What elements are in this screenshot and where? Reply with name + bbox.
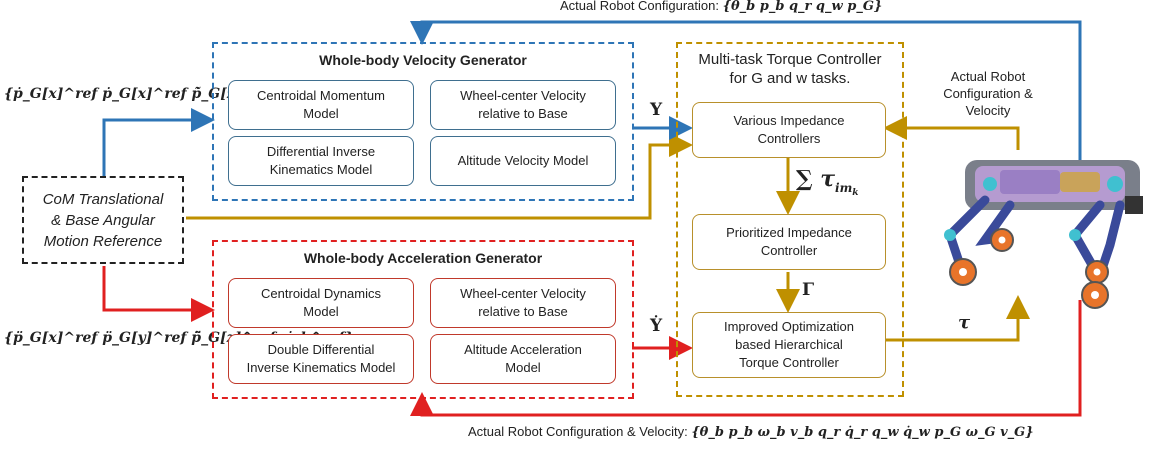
impedance-box: Various Impedance Controllers — [692, 102, 886, 158]
com-to-acceleration-line — [102, 266, 215, 322]
box-line: Controller — [760, 243, 818, 258]
box-line: based Hierarchical — [735, 337, 843, 352]
com-reference-line2: & Base Angular — [51, 211, 155, 229]
box-line: Altitude Velocity Model — [457, 153, 589, 168]
top-feedback-label: Actual Robot Configuration: — [560, 0, 719, 13]
torque-controller: Multi-task Torque Controller for G and w… — [676, 42, 904, 397]
altitude-acceleration-box: Altitude Acceleration Model — [430, 334, 616, 384]
box-line: Torque Controller — [739, 355, 839, 370]
bottom-feedback-caption: Actual Robot Configuration & Velocity: {… — [468, 424, 1034, 440]
double-differential-ik-box: Double Differential Inverse Kinematics M… — [228, 334, 414, 384]
box-line: Kinematics Model — [269, 162, 373, 177]
box-line: Wheel-center Velocity — [460, 286, 586, 301]
wheel-velocity-acc-box: Wheel-center Velocity relative to Base — [430, 278, 616, 328]
com-reference-line1: CoM Translational — [42, 190, 164, 208]
top-feedback-line — [410, 20, 1082, 170]
bottom-feedback-line — [410, 300, 1082, 417]
altitude-velocity-box: Altitude Velocity Model — [430, 136, 616, 186]
wheel-velocity-box: Wheel-center Velocity relative to Base — [430, 80, 616, 130]
differential-ik-box: Differential Inverse Kinematics Model — [228, 136, 414, 186]
sum-tau-label: ∑ τimk — [796, 166, 859, 198]
upsilon-label: Υ — [650, 100, 663, 120]
box-line: Wheel-center Velocity — [460, 88, 586, 103]
box-line: Differential Inverse — [266, 144, 376, 159]
centroidal-momentum-box: Centroidal Momentum Model — [228, 80, 414, 130]
box-line: Inverse Kinematics Model — [246, 360, 396, 375]
com-reference-line3: Motion Reference — [43, 232, 163, 250]
box-line: Controllers — [757, 131, 821, 146]
prioritized-box: Prioritized Impedance Controller — [692, 214, 886, 270]
box-line: Centroidal Momentum — [257, 88, 385, 103]
gamma-label: Γ — [802, 280, 815, 300]
box-line: Various Impedance — [733, 113, 845, 128]
box-line: Improved Optimization — [723, 319, 855, 334]
centroidal-dynamics-box: Centroidal Dynamics Model — [228, 278, 414, 328]
box-line: Altitude Acceleration — [464, 342, 582, 357]
box-line: Model — [505, 360, 541, 375]
top-feedback-caption: Actual Robot Configuration: {θ_b p_b q_r… — [560, 0, 882, 14]
acceleration-generator: Whole-body Acceleration Generator Centro… — [212, 240, 634, 399]
acceleration-generator-title: Whole-body Acceleration Generator — [303, 250, 543, 266]
box-line: relative to Base — [478, 304, 568, 319]
robot-body — [965, 160, 1143, 214]
robot-feedback-line3: Velocity — [965, 103, 1011, 118]
robot-wheels — [949, 228, 1109, 309]
com-to-velocity-line — [102, 108, 215, 176]
optimization-box: Improved Optimization based Hierarchical… — [692, 312, 886, 378]
bottom-feedback-label: Actual Robot Configuration & Velocity: — [468, 424, 688, 439]
torque-title-line1: Multi-task Torque Controller — [698, 51, 882, 68]
torque-controller-title: Multi-task Torque Controller for G and w… — [678, 50, 902, 88]
com-reference-box: CoM Translational & Base Angular Motion … — [22, 176, 184, 264]
box-line: Model — [303, 106, 339, 121]
box-line: Model — [303, 304, 339, 319]
sum-tau-sub: im — [835, 181, 853, 195]
torque-title-line2: for G and w tasks. — [729, 70, 851, 87]
robot-feedback-label: Actual Robot Configuration & Velocity — [918, 68, 1058, 119]
velocity-generator: Whole-body Velocity Generator Centroidal… — [212, 42, 634, 201]
tau-label: τ — [958, 312, 971, 333]
bottom-feedback-math: {θ_b p_b ω_b v_b q_r q̇_r q_w q̇_w p_G ω… — [691, 425, 1034, 440]
box-line: Double Differential — [267, 342, 375, 357]
robot-feedback-line — [883, 116, 1020, 150]
sum-tau-subsub: k — [852, 188, 859, 198]
robot-feedback-line2: Configuration & — [943, 86, 1033, 101]
com-to-impedance-line — [186, 133, 693, 220]
top-feedback-math: {θ_b p_b q_r q_w p_G} — [722, 0, 883, 14]
robot-feedback-line1: Actual Robot — [950, 69, 1026, 84]
upsilon-dot-label: Ẏ — [650, 316, 663, 336]
box-line: Centroidal Dynamics — [261, 286, 381, 301]
velocity-generator-title: Whole-body Velocity Generator — [319, 52, 527, 68]
tau-line — [886, 295, 1030, 342]
box-line: relative to Base — [478, 106, 568, 121]
box-line: Prioritized Impedance — [726, 225, 852, 240]
sum-tau-symbol: ∑ τ — [796, 166, 836, 192]
